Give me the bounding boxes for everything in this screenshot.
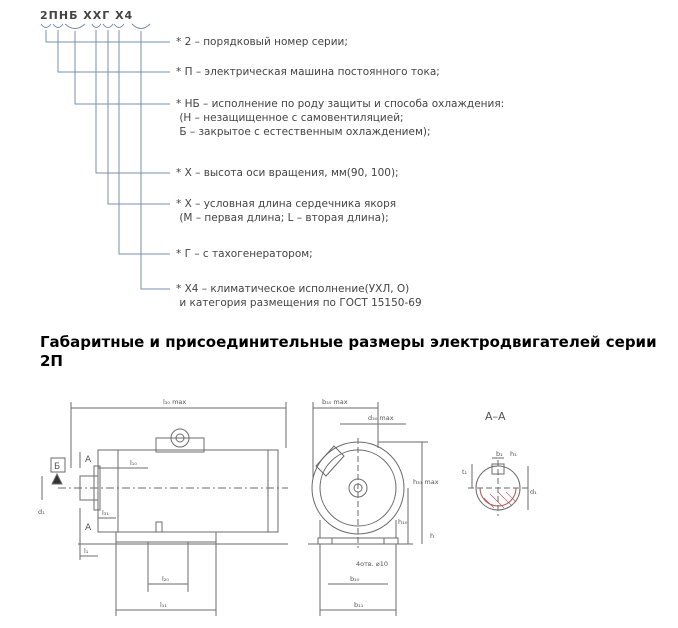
bracket-arc-7 (131, 23, 151, 29)
label-b11: b₁₁ (354, 601, 364, 609)
section-aa (468, 457, 529, 516)
section-hatching (483, 491, 517, 509)
label-l20: l₂₀ (162, 575, 169, 583)
bracket-arc-4 (91, 23, 102, 28)
designation-code: 2ПНБ ХХГ Х4 (40, 9, 134, 22)
code-item-3: * НБ – исполнение по роду защиты и спосо… (176, 98, 505, 138)
label-h1: h₁ (510, 450, 517, 458)
code-item-5: * Х – условная длина сердечника якоря (М… (176, 198, 397, 224)
label-l31: l₃₁ (102, 509, 109, 517)
label-d1: d₁ (38, 508, 45, 516)
label-t1: t₁ (462, 468, 468, 476)
label-l11: l₁₁ (160, 601, 167, 609)
code-item-4: * Х – высота оси вращения, мм(90, 100); (176, 167, 399, 179)
label-b30-max: b₃₀ max (322, 398, 348, 406)
label-d1-section: d₁ (530, 488, 537, 496)
label-h10: h₁₀ (398, 518, 408, 526)
label-l1: l₁ (84, 547, 89, 555)
bracket-arc-2 (52, 23, 64, 28)
bracket-arc-3 (64, 23, 86, 29)
side-view (41, 402, 288, 616)
label-b10: b₁₀ (350, 575, 360, 583)
code-item-2: * П – электрическая машина постоянного т… (176, 66, 440, 78)
section-title: Габаритные и присоединительные размеры э… (40, 333, 657, 370)
foot-side (115, 531, 217, 543)
code-item-1: * 2 – порядковый номер серии; (176, 36, 348, 48)
leader-line-1 (45, 30, 170, 43)
label-h: h (430, 532, 434, 540)
label-holes: 4отв. ⌀10 (356, 560, 388, 568)
leader-line-5 (107, 30, 170, 205)
label-d30-max: d₃₀ max (368, 414, 394, 422)
label-arrow-a-bottom: А (85, 523, 92, 533)
leader-line-6 (118, 30, 170, 255)
motor-body-side (97, 449, 279, 533)
bracket-arc-6 (113, 23, 125, 28)
leader-line-4 (95, 30, 170, 174)
bracket-arc-5 (102, 23, 114, 28)
leader-line-2 (57, 30, 170, 73)
code-item-7: * Х4 – климатическое исполнение(УХЛ, О) … (176, 283, 422, 309)
label-arrow-a-top: А (85, 455, 92, 465)
label-l30-max: l₃₀ max (163, 398, 186, 406)
code-item-6: * Г – с тахогенератором; (176, 248, 313, 260)
label-datum-b: Б (54, 462, 60, 472)
label-h31-max: h₃₁ max (413, 478, 439, 486)
datum-box (50, 457, 66, 473)
lifting-eye (170, 428, 190, 448)
dimension-drawing: l₃₀ max b₃₀ max d₃₀ max А–А А А Б l₁₀ l₃… (38, 398, 537, 616)
label-section-aa: А–А (485, 410, 506, 423)
label-l10: l₁₀ (130, 459, 137, 467)
leader-line-3 (74, 31, 170, 105)
label-b1: b₁ (496, 450, 503, 458)
bracket-arc-1 (40, 23, 52, 28)
designation-bracket-diagram (40, 23, 170, 290)
leader-line-7 (140, 31, 170, 290)
front-view (308, 402, 428, 616)
